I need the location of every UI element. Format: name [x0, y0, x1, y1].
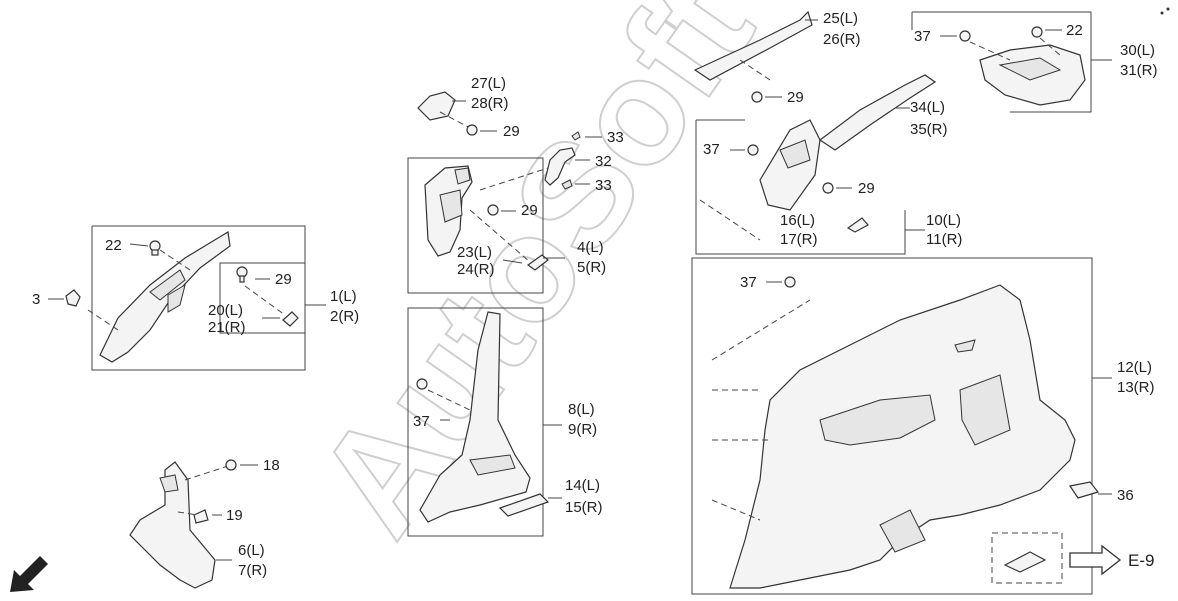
callout-4: 4(L): [577, 239, 604, 256]
callout-21: 21(R): [208, 319, 246, 336]
callout-16: 16(L): [780, 212, 815, 229]
callout-30: 30(L): [1120, 42, 1155, 59]
callout-3: 3: [32, 291, 40, 308]
corner-mark: [1160, 7, 1170, 15]
cover-27-group: [417, 91, 497, 136]
callout-32: 32: [595, 153, 612, 170]
callout-24: 24(R): [457, 261, 495, 278]
callout-15: 15(R): [565, 499, 603, 516]
clip-37-icon: [416, 378, 428, 390]
lower-trim-6-group: [129, 459, 258, 589]
strip-25-group: [693, 10, 818, 81]
callout-29: 29: [521, 202, 538, 219]
trim-10-group: [695, 74, 937, 255]
callout-10: 10(L): [926, 212, 961, 229]
callout-29: 29: [275, 271, 292, 288]
callout-28: 28(R): [471, 95, 509, 112]
clip-37-icon: [784, 276, 796, 288]
callout-7: 7(R): [238, 562, 267, 579]
screw-29-icon: [236, 266, 248, 283]
callout-34: 34(L): [910, 99, 945, 116]
callout-29: 29: [858, 180, 875, 197]
center-pillar-8-group: [407, 307, 562, 537]
callout-18: 18: [263, 457, 280, 474]
callout-31: 31(R): [1120, 62, 1158, 79]
screw-29-icon: [487, 204, 499, 216]
callout-37: 37: [703, 141, 720, 158]
callout-9: 9(R): [568, 421, 597, 438]
pillar-trim-1-group: [48, 225, 326, 371]
callout-25: 25(L): [823, 10, 858, 27]
callout-37: 37: [740, 274, 757, 291]
callout-37: 37: [914, 28, 931, 45]
watermark: AutoSoft: [283, 0, 786, 564]
reference-arrow-icon: [1069, 544, 1122, 576]
screw-29-icon: [466, 124, 478, 136]
grab-handle-32-group: [479, 131, 602, 191]
callout-1: 1(L): [330, 288, 357, 305]
pillar-trim-4-group: [407, 157, 565, 294]
callout-12: 12(L): [1117, 359, 1152, 376]
callout-13: 13(R): [1117, 379, 1155, 396]
callout-26: 26(R): [823, 31, 861, 48]
trim-30-group: [911, 11, 1112, 113]
callout-36: 36: [1117, 487, 1134, 504]
clip-22-icon: [149, 240, 161, 256]
callout-33: 33: [607, 129, 624, 146]
clip-37-icon: [959, 30, 971, 42]
callout-6: 6(L): [238, 542, 265, 559]
callout-8: 8(L): [568, 401, 595, 418]
screw-29-icon: [751, 91, 763, 103]
callout-19: 19: [226, 507, 243, 524]
clip-22-icon: [1031, 26, 1043, 38]
callout-14: 14(L): [565, 477, 600, 494]
callout-29: 29: [787, 89, 804, 106]
clip-18-icon: [225, 459, 237, 471]
quarter-trim-12-group: [691, 257, 1112, 595]
reference-label: E-9: [1128, 551, 1154, 570]
screw-29-icon: [822, 182, 834, 194]
clip-37-icon: [747, 144, 759, 156]
callout-5: 5(R): [577, 259, 606, 276]
callout-37: 37: [413, 413, 430, 430]
callout-33: 33: [595, 177, 612, 194]
callout-27: 27(L): [471, 75, 506, 92]
callout-29: 29: [503, 123, 520, 140]
callout-11: 11(R): [926, 231, 962, 248]
callout-17: 17(R): [780, 231, 818, 248]
callout-2: 2(R): [330, 308, 359, 325]
callout-20: 20(L): [208, 302, 243, 319]
callout-23: 23(L): [457, 244, 492, 261]
callout-22: 22: [1066, 22, 1083, 39]
callout-35: 35(R): [910, 121, 948, 138]
svg-text:AutoSoft: AutoSoft: [284, 0, 785, 563]
front-direction-arrow-icon: [10, 556, 48, 592]
callout-22: 22: [105, 237, 122, 254]
